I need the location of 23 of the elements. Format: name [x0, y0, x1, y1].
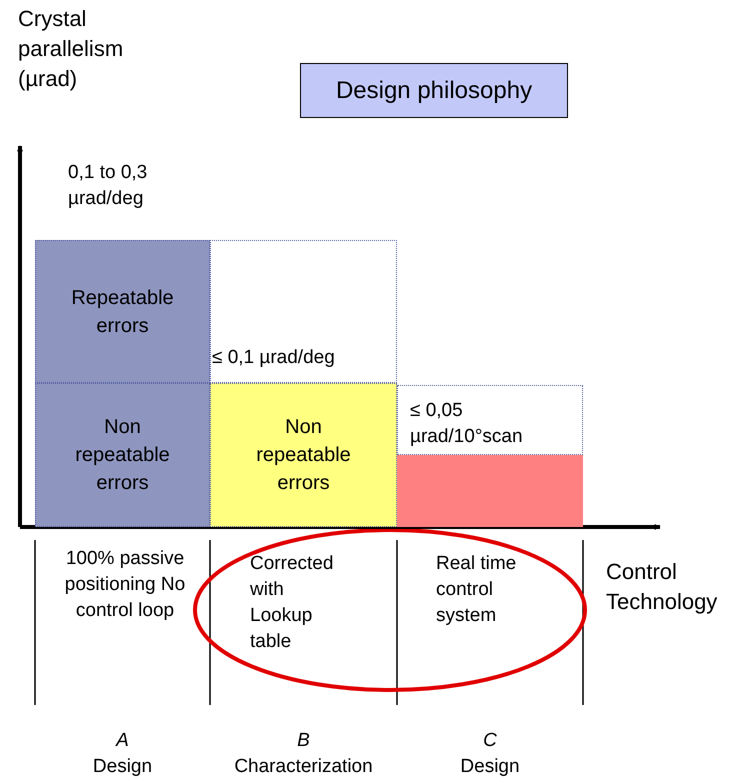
bar: [397, 455, 583, 527]
error-block: [210, 383, 397, 527]
axis-title: Control Technology: [606, 558, 718, 616]
column-description: Corrected with Lookup table: [250, 552, 334, 654]
column-category: Design: [92, 755, 154, 779]
column-letter: B: [296, 729, 311, 753]
block-text: Non repeatable errors: [255, 415, 352, 496]
title-box: [300, 63, 568, 118]
value-label: ≤ 0,05 µrad/10°scan: [410, 399, 524, 449]
column-category: Characterization: [233, 755, 374, 779]
block-text: Repeatable errors: [70, 286, 175, 338]
column-category: Design: [459, 755, 521, 779]
block-text: Non repeatable errors: [74, 415, 171, 496]
column-description: 100% passive positioning No control loop: [64, 547, 186, 623]
block-text: Design philosophy: [336, 76, 532, 104]
column-description: Real time control system: [436, 552, 518, 628]
value-label: 0,1 to 0,3 µrad/deg: [68, 161, 148, 211]
value-label: ≤ 0,1 µrad/deg: [212, 346, 336, 370]
error-block: [35, 383, 210, 527]
column-letter: C: [482, 729, 498, 753]
column-letter: A: [114, 729, 130, 753]
axis-title: Crystal parallelism (µrad): [18, 5, 124, 93]
error-block: [35, 240, 210, 383]
